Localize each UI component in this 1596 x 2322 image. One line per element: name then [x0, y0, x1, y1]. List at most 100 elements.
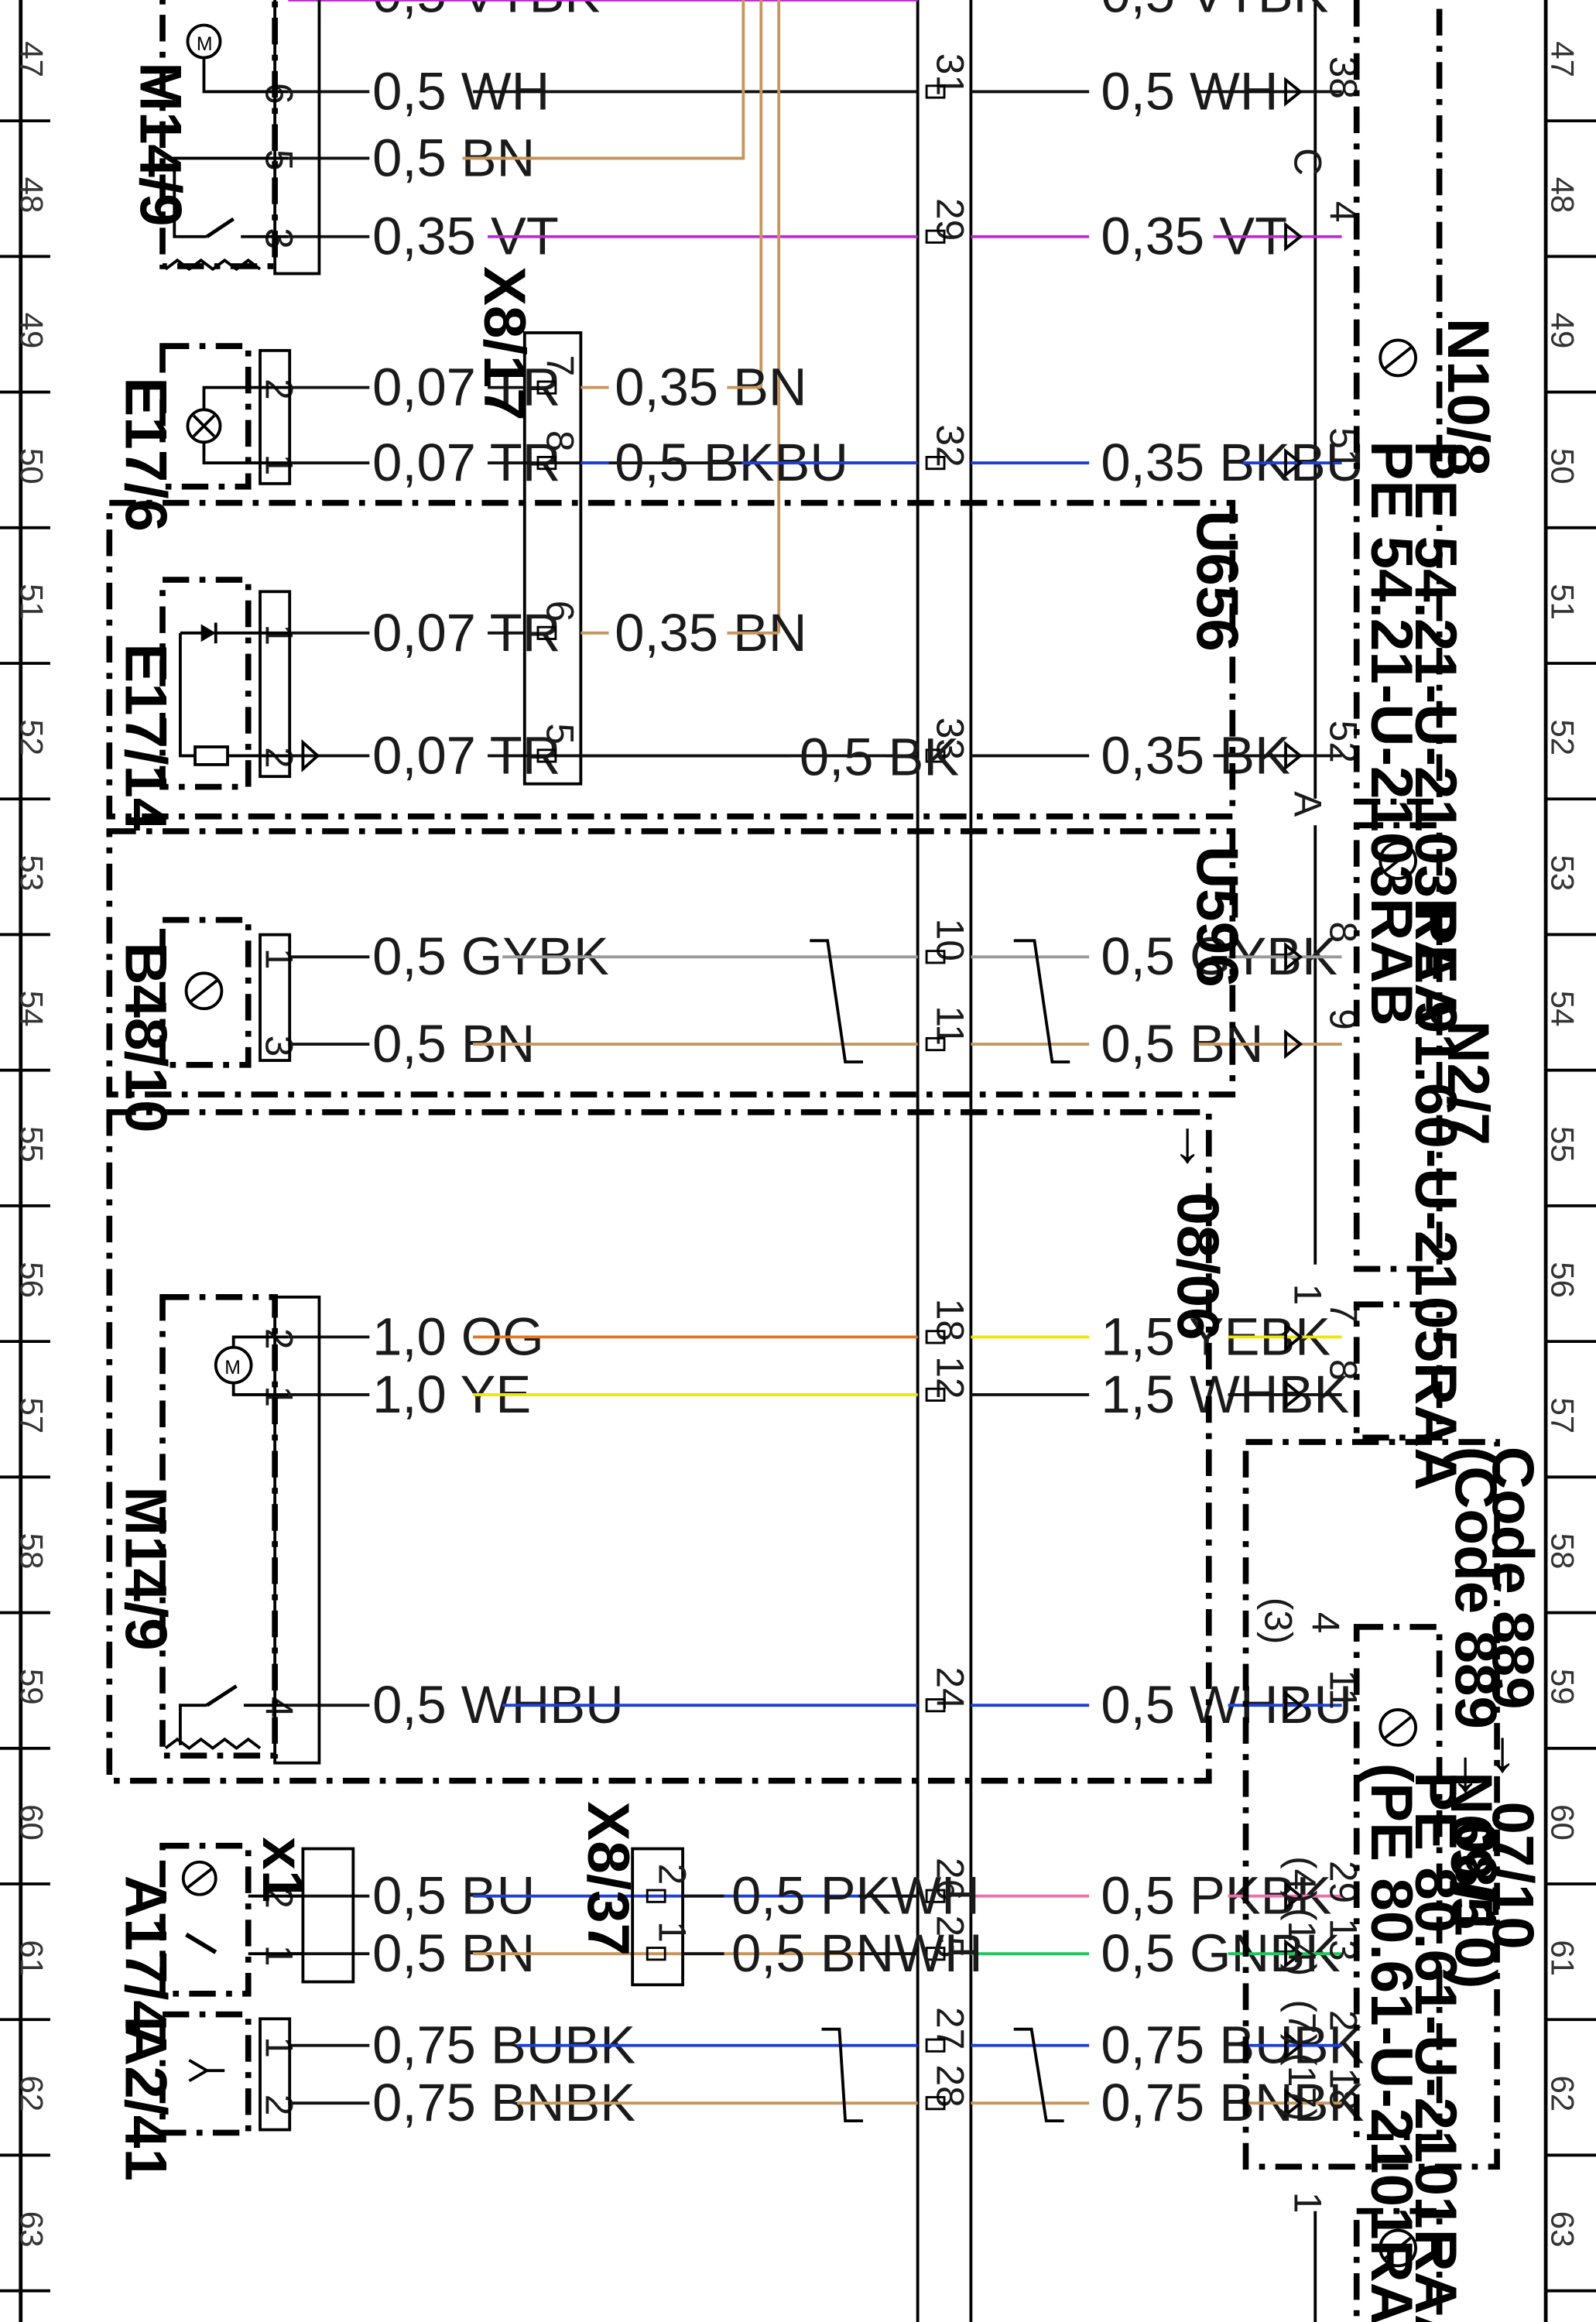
mid-pin-number: 31: [928, 53, 971, 96]
u656-box: [106, 499, 1236, 820]
e17-6-label: E17/6: [112, 377, 178, 532]
m14-9-bottom-label: M14/9: [112, 1486, 178, 1650]
left-pin-number: 1: [258, 1385, 301, 1407]
shield-mark-4: [1013, 2027, 1064, 2123]
wire-label-top-left: 0,5 VTBK: [372, 0, 600, 23]
b48-10-label: B48/10: [112, 942, 178, 1132]
mid-pin-terminal: [925, 1698, 946, 1713]
left-pin-number: 2: [258, 1887, 301, 1909]
arrow-terminal: [1284, 77, 1303, 107]
n10-8-label: N10/8: [1435, 318, 1501, 476]
grid-number-left: 56: [14, 1262, 50, 1298]
grid-number-left: 54: [14, 991, 50, 1027]
x8-17-pin-number: 5: [538, 723, 581, 745]
mid-pin-number: 26: [928, 1858, 971, 1900]
arrow-terminal: [1284, 741, 1303, 771]
ground-arrow-e17-14: [301, 738, 320, 772]
e17-14-connector: [259, 590, 292, 779]
grid-number-right: 54: [1545, 991, 1581, 1027]
motor-bottom-link-a: [231, 1335, 289, 1348]
a2-41-connector: [259, 2017, 292, 2132]
grid-number-right: 60: [1545, 1804, 1581, 1841]
x8-17-label: X8/17: [471, 266, 537, 421]
n10-8-ref-a: PE 54.21-U-2103RAA: [1402, 440, 1468, 1026]
mid-pin-terminal: [925, 84, 946, 99]
x1-connector: [301, 1847, 355, 1984]
n69-5-ref-b: (PE 80.61-U-2101RAB): [1358, 1763, 1424, 2322]
led-icon: [200, 624, 216, 642]
n69-5-code-box: [1242, 1439, 1500, 2170]
arrow-terminal: [1284, 1322, 1303, 1352]
left-pin-number: 3: [258, 1036, 301, 1057]
code-note-b: (Code 889 → 08/10): [1443, 1447, 1509, 1989]
bottom-right-box: [1353, 2207, 1443, 2322]
x8-37-terminal: [646, 1947, 666, 1961]
grid-number-right: 47: [1545, 41, 1581, 77]
grid-number-right: 57: [1545, 1397, 1581, 1433]
mid-pin-terminal: [925, 1036, 946, 1052]
left-pin-number: 2: [258, 2094, 301, 2116]
n10-8-sensor-icon: [1379, 338, 1417, 378]
motor-icon-top: M: [186, 23, 222, 60]
mid-pin-terminal: [925, 2038, 946, 2053]
a17-4-box: [159, 1842, 252, 1997]
alt-pin-14: (14): [1280, 1908, 1324, 1976]
grid-number-right: 51: [1545, 584, 1581, 620]
svg-text:M: M: [197, 34, 213, 55]
u596-label: U596: [1184, 846, 1250, 988]
grid-number-left: 58: [14, 1533, 50, 1570]
n69-5-ref-a: PE 80.61-U-2101RAA: [1402, 1772, 1468, 2322]
mid-right-box: [1353, 1301, 1443, 1441]
left-pin-number: 2: [258, 378, 301, 400]
shield-mark-3: [821, 2027, 864, 2123]
switch-wire-bottom: [179, 1704, 207, 1745]
grid-number-right: 49: [1545, 313, 1581, 349]
x8-17-wire-label: 0,35 BN: [615, 358, 807, 417]
mid-pin-terminal: [925, 456, 946, 471]
wire-label-mid-bk: 0,5 BK: [800, 727, 959, 786]
e17-14-box: [159, 577, 252, 790]
u656-label: U656: [1184, 510, 1250, 652]
sensor-icon: [184, 971, 224, 1011]
alt-pin-4: (4): [1280, 1856, 1324, 1903]
n2-7-ref-a: PE 91.60-U-2105RAA: [1402, 905, 1468, 1490]
e17-6-connector: [259, 348, 292, 485]
grid-number-left: 47: [14, 41, 50, 77]
n2-7-box: [1353, 822, 1443, 1272]
m14-9-range-box: [106, 1109, 1212, 1784]
e17-6-box: [159, 343, 252, 490]
x8-17-pin-number: 8: [538, 430, 581, 452]
mid-pin-terminal: [925, 748, 946, 763]
shield-mark-2: [1013, 939, 1070, 1063]
arrow-terminal: [1284, 2030, 1303, 2060]
switch-wire-top: [173, 156, 289, 238]
m14-9-bottom-box: [159, 1293, 278, 1759]
x8-37-connector: [631, 1847, 684, 1987]
wire-label-left: 0,07 TR: [372, 358, 560, 417]
code-note-a: Code 889 → 07/10: [1479, 1447, 1545, 1950]
wire-label-top-right: 0,5 VTBK: [1101, 0, 1328, 23]
grid-number-left: 48: [14, 176, 50, 213]
grid-number-left: 53: [14, 855, 50, 892]
arrow-terminal: [1284, 447, 1303, 478]
grid-number-right: 61: [1545, 1940, 1581, 1976]
left-pin-number: 1: [258, 2036, 301, 2058]
x8-17-pin-number: 6: [538, 601, 581, 622]
arrow-terminal: [1284, 1379, 1303, 1410]
left-pin-number: 1: [258, 948, 301, 970]
b48-10-box: [159, 916, 252, 1068]
left-pin-number: 1: [258, 454, 301, 476]
grid-number-right: 50: [1545, 448, 1581, 485]
mid-pin-number: 29: [928, 198, 971, 241]
mid-pin-number: 24: [928, 1667, 971, 1710]
x8-37-label: X8/37: [575, 1801, 641, 1956]
mid-pin-terminal: [925, 2096, 946, 2111]
n2-7-sensor-icon: [1379, 841, 1417, 880]
resistor-icon: [194, 745, 229, 766]
mid-pin-terminal: [925, 1889, 946, 1903]
wire-label-left: 0,07 TR: [372, 603, 560, 663]
left-pin-number: 4: [258, 1697, 301, 1718]
grid-number-left: 61: [14, 1940, 50, 1976]
